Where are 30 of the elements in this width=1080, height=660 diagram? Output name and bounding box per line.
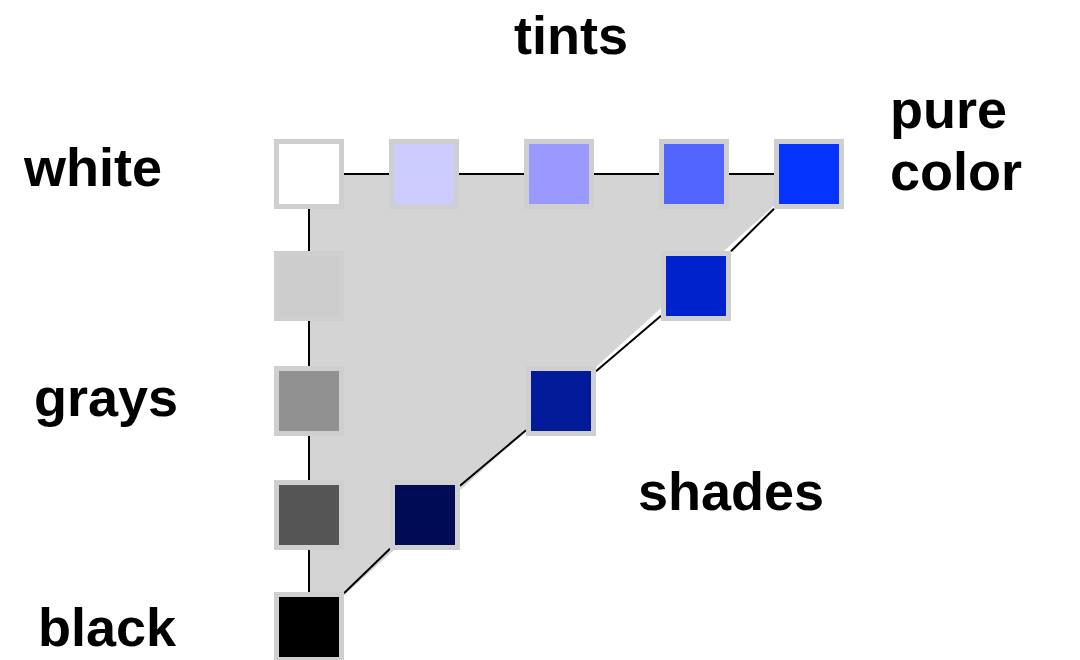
color-label: tints [514,4,628,66]
color-swatch [526,366,596,436]
connector-line [459,429,527,487]
connector-line [343,173,390,175]
connector-line [343,547,391,595]
connector-line [595,314,662,373]
color-swatch [274,139,344,209]
color-swatch [390,480,460,550]
color-swatch [661,251,731,321]
connector-line [308,435,310,481]
color-swatch [274,251,344,321]
connector-line [308,320,310,367]
connector-line [308,208,310,252]
connector-line [728,173,775,175]
connector-line [593,173,660,175]
connector-line [308,549,310,593]
color-label: black [38,596,177,658]
color-swatch [274,592,344,660]
color-swatch [774,139,844,209]
color-swatch [389,139,459,209]
color-swatch [274,480,344,550]
connector-line [458,173,525,175]
color-swatch [659,139,729,209]
connector-line [730,207,775,253]
color-label: pure color [890,78,1024,202]
color-label: grays [34,366,179,428]
color-label: shades [638,460,825,522]
color-swatch [524,139,594,209]
color-swatch [274,366,344,436]
color-label: white [24,136,162,198]
